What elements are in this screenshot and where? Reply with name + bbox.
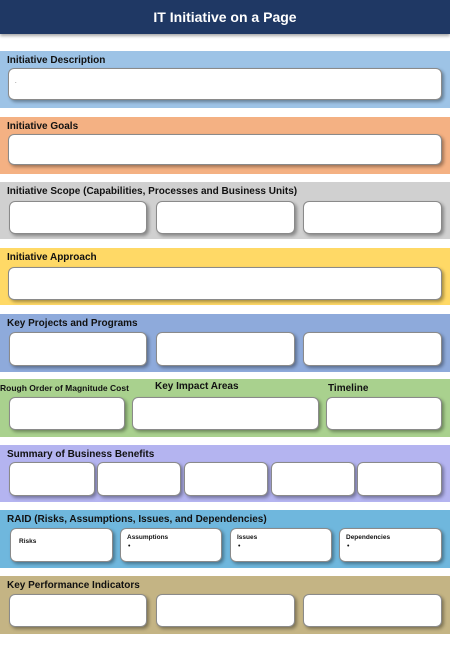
initiative-goals-section: Initiative Goals: [0, 117, 450, 174]
dependencies-bullet: •: [347, 543, 350, 550]
benefit-box-2[interactable]: [97, 462, 181, 496]
section-title: Initiative Scope (Capabilities, Processe…: [7, 186, 298, 197]
kpi-box-3[interactable]: [303, 594, 442, 627]
section-title: Initiative Description: [7, 55, 106, 66]
scope-box-2[interactable]: [156, 201, 295, 234]
kpi-section: Key Performance Indicators: [0, 576, 450, 634]
cost-impact-timeline-section: Rough Order of Magnitude Cost Key Impact…: [0, 379, 450, 437]
assumptions-label: Assumptions: [127, 534, 169, 541]
project-box-3[interactable]: [303, 332, 442, 366]
goals-field[interactable]: [8, 134, 442, 165]
section-title: RAID (Risks, Assumptions, Issues, and De…: [7, 514, 267, 525]
assumptions-bullet: •: [128, 543, 131, 550]
timeline-title: Timeline: [328, 383, 369, 394]
initiative-description-section: Initiative Description .: [0, 51, 450, 108]
initiative-scope-section: Initiative Scope (Capabilities, Processe…: [0, 182, 450, 239]
benefit-box-4[interactable]: [271, 462, 355, 496]
impact-box[interactable]: [132, 397, 319, 430]
section-title: Summary of Business Benefits: [7, 449, 155, 460]
section-title: Initiative Goals: [7, 121, 79, 132]
approach-field[interactable]: [8, 267, 442, 300]
project-box-2[interactable]: [156, 332, 295, 366]
scope-box-3[interactable]: [303, 201, 442, 234]
page-title: IT Initiative on a Page: [0, 0, 450, 34]
key-projects-section: Key Projects and Programs: [0, 314, 450, 372]
dependencies-label: Dependencies: [346, 534, 391, 541]
issues-bullet: •: [238, 543, 241, 550]
description-field[interactable]: .: [8, 68, 442, 100]
risks-label: Risks: [19, 538, 37, 545]
section-title: Initiative Approach: [7, 252, 97, 263]
timeline-box[interactable]: [326, 397, 442, 430]
impact-title: Key Impact Areas: [155, 381, 239, 392]
kpi-box-1[interactable]: [9, 594, 147, 627]
assumptions-box[interactable]: Assumptions •: [120, 528, 222, 562]
kpi-box-2[interactable]: [156, 594, 295, 627]
benefit-box-5[interactable]: [357, 462, 442, 496]
cost-title: Rough Order of Magnitude Cost: [0, 383, 129, 393]
business-benefits-section: Summary of Business Benefits: [0, 445, 450, 502]
initiative-approach-section: Initiative Approach: [0, 248, 450, 305]
risks-box[interactable]: Risks: [10, 528, 113, 562]
issues-label: Issues: [237, 534, 258, 541]
benefit-box-3[interactable]: [184, 462, 268, 496]
raid-section: RAID (Risks, Assumptions, Issues, and De…: [0, 510, 450, 568]
benefit-box-1[interactable]: [9, 462, 95, 496]
section-title: Key Performance Indicators: [7, 580, 140, 591]
issues-box[interactable]: Issues •: [230, 528, 332, 562]
scope-box-1[interactable]: [9, 201, 147, 234]
section-title: Key Projects and Programs: [7, 318, 138, 329]
dependencies-box[interactable]: Dependencies •: [339, 528, 442, 562]
cost-box[interactable]: [9, 397, 125, 430]
project-box-1[interactable]: [9, 332, 147, 366]
